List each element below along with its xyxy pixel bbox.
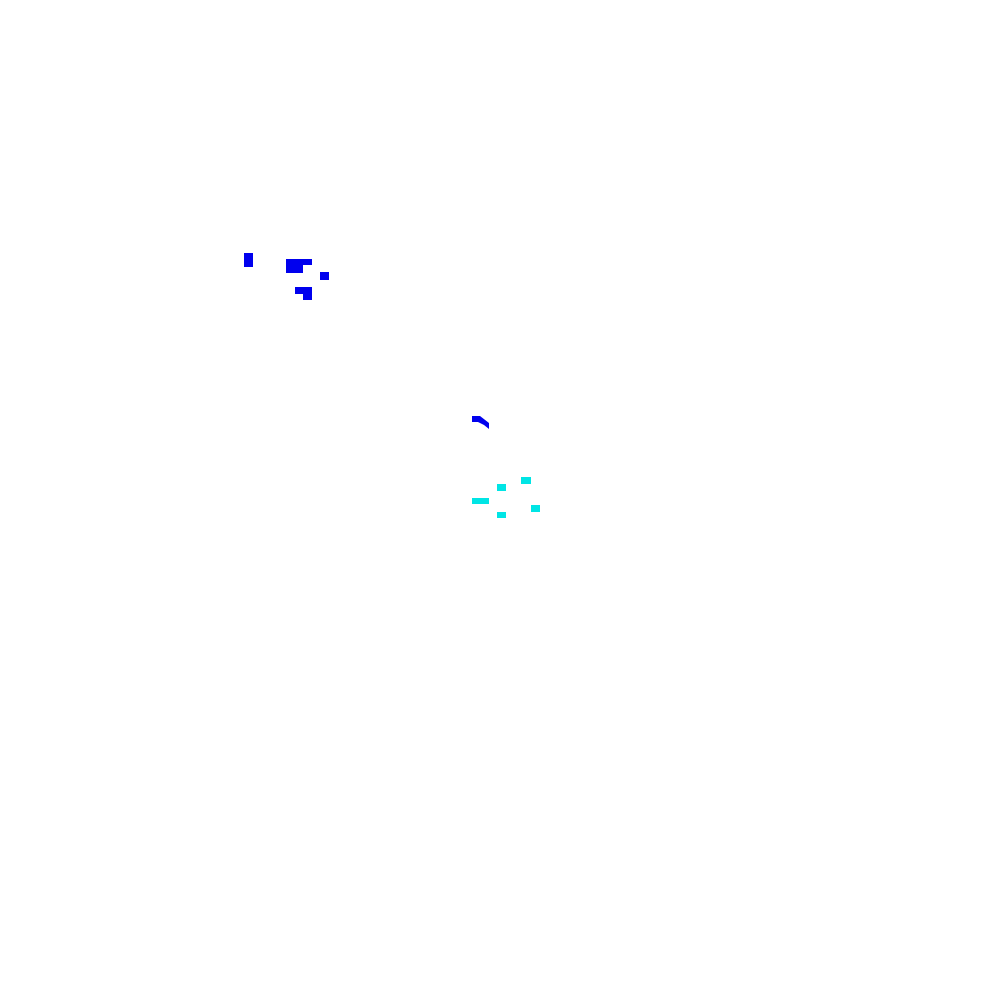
cyan-mark: [497, 484, 506, 491]
cyan-mark: [521, 477, 531, 484]
cyan-mark: [472, 498, 489, 504]
blue-mark: [286, 259, 312, 265]
blue-mark: [295, 287, 312, 294]
blue-mark: [303, 293, 312, 300]
cyan-mark: [531, 505, 540, 512]
blue-arc-mark: [472, 416, 489, 429]
blue-mark-cluster-upper-left: [244, 253, 329, 300]
cyan-mark: [497, 512, 506, 518]
blue-mark: [320, 272, 329, 280]
blue-mark: [244, 253, 253, 267]
blue-mark: [286, 265, 303, 273]
cyan-mark-cluster-center: [472, 477, 540, 518]
